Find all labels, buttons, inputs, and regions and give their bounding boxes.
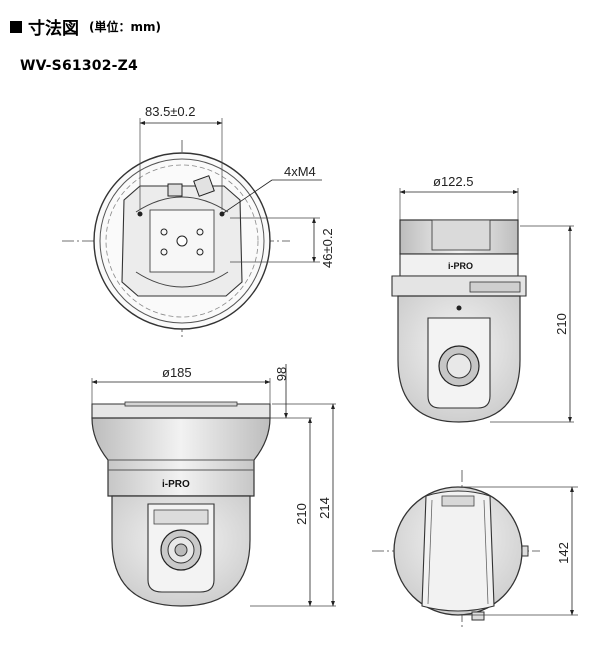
page-title: 寸法図 — [28, 19, 79, 39]
side-diameter-label: ø122.5 — [433, 174, 473, 189]
side-height-label: 210 — [554, 313, 569, 335]
model-number: WV-S61302-Z4 — [20, 58, 138, 74]
page-header: 寸法図 (単位：mm) — [10, 14, 161, 39]
screw-label: 4xM4 — [284, 164, 316, 179]
front-height-label: 210 — [294, 503, 309, 525]
front-view: ø185 i-PRO 98 210 214 — [91, 364, 336, 607]
front-total-label: 214 — [317, 497, 332, 519]
top-height-label: 46±0.2 — [320, 228, 335, 268]
side-brand-logo: i-PRO — [448, 261, 473, 271]
front-brand-logo: i-PRO — [162, 479, 190, 490]
top-width-label: 83.5±0.2 — [145, 104, 196, 119]
top-view: 4xM4 83.5±0.2 46±0.2 — [62, 104, 335, 340]
side-view: ø122.5 i-PRO 210 — [391, 174, 574, 423]
bottom-height-label: 142 — [556, 542, 571, 564]
front-diameter-label: ø185 — [162, 365, 192, 380]
front-offset-label: 98 — [274, 367, 289, 381]
unit-label: (単位：mm) — [89, 20, 161, 34]
bullet-square-icon — [10, 20, 22, 33]
bottom-view: 142 — [372, 470, 578, 630]
